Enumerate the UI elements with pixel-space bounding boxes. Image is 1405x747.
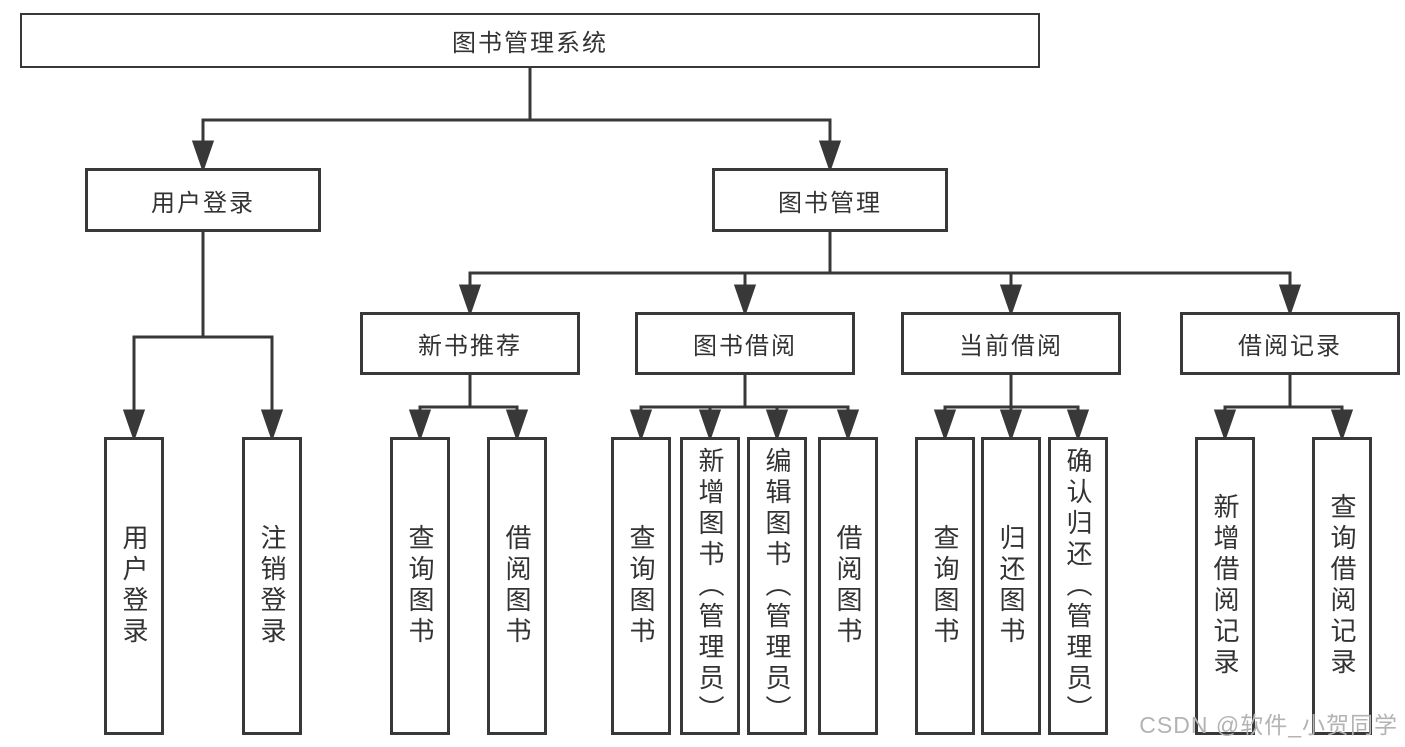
connector-borrow-records-children — [1223, 373, 1344, 420]
arrowhead — [408, 409, 432, 442]
node-borrow-books-leaf: 借阅图书 — [487, 437, 547, 735]
node-borrow-records: 借阅记录 — [1180, 312, 1400, 375]
arrowhead — [933, 409, 957, 442]
node-root-library-system: 图书管理系统 — [20, 13, 1040, 68]
connector-book-management-children — [468, 230, 1292, 294]
connector-root-to-level2 — [201, 66, 832, 150]
arrowhead — [836, 409, 860, 442]
arrowhead — [818, 140, 842, 173]
arrowhead — [1330, 409, 1354, 442]
connector-book-borrow-children — [639, 373, 850, 420]
arrowhead — [629, 409, 653, 442]
arrowhead — [458, 284, 482, 317]
node-book-borrow: 图书借阅 — [635, 312, 855, 375]
arrowhead — [260, 409, 284, 442]
node-borrow-books-leaf: 借阅图书 — [818, 437, 878, 735]
arrowhead — [765, 409, 789, 442]
csdn-watermark: CSDN @软件_小贺同学 — [1139, 712, 1398, 738]
arrowhead — [698, 409, 722, 442]
connector-user-login-children — [132, 230, 274, 420]
node-query-books-leaf: 查询图书 — [915, 437, 975, 735]
node-query-books-leaf: 查询图书 — [611, 437, 671, 735]
node-confirm-return-admin-leaf: 确认归还（管理员） — [1048, 437, 1108, 735]
node-add-books-admin-leaf: 新增图书（管理员） — [680, 437, 740, 735]
arrowhead — [999, 409, 1023, 442]
node-user-login: 用户登录 — [85, 168, 321, 232]
node-add-borrow-record-leaf: 新增借阅记录 — [1195, 437, 1255, 735]
node-return-books-leaf: 归还图书 — [981, 437, 1041, 735]
arrowhead — [191, 140, 215, 173]
arrowhead — [1066, 409, 1090, 442]
node-query-books-leaf: 查询图书 — [390, 437, 450, 735]
node-logout-leaf: 注销登录 — [242, 437, 302, 735]
arrowhead — [999, 284, 1023, 317]
arrowhead — [505, 409, 529, 442]
node-book-management: 图书管理 — [712, 168, 948, 232]
arrowhead — [733, 284, 757, 317]
connector-new-book-recommend-children — [418, 373, 519, 420]
node-current-borrow: 当前借阅 — [901, 312, 1121, 375]
node-new-book-recommend: 新书推荐 — [360, 312, 580, 375]
node-query-borrow-record-leaf: 查询借阅记录 — [1312, 437, 1372, 735]
node-user-login-leaf: 用户登录 — [104, 437, 164, 735]
arrowhead — [1213, 409, 1237, 442]
arrowhead — [1278, 284, 1302, 317]
arrowhead — [122, 409, 146, 442]
node-edit-books-admin-leaf: 编辑图书（管理员） — [747, 437, 807, 735]
